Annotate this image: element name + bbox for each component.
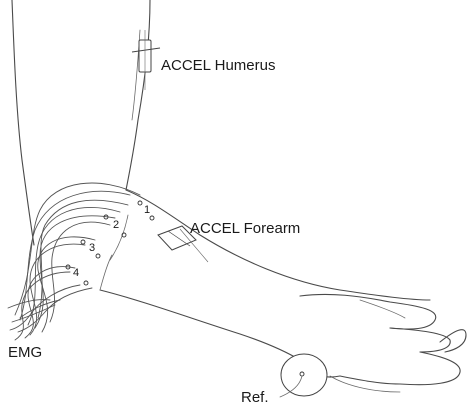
- reference-electrode: [280, 354, 327, 397]
- electrode-3b-dot: [96, 254, 100, 258]
- accel-forearm-label: ACCEL Forearm: [190, 220, 300, 237]
- electrode-2-label: 2: [113, 219, 119, 231]
- electrode-dots: [66, 201, 154, 285]
- electrode-3-label: 3: [89, 242, 95, 254]
- emg-label: EMG: [8, 344, 42, 361]
- electrode-1b-dot: [150, 216, 154, 220]
- electrode-3-dot: [81, 240, 85, 244]
- electrode-4-label: 4: [73, 267, 79, 279]
- electrode-1-label: 1: [144, 204, 150, 216]
- electrode-4b-dot: [84, 281, 88, 285]
- accel-humerus-label: ACCEL Humerus: [161, 57, 275, 74]
- ref-label: Ref.: [241, 389, 269, 406]
- electrode-1-dot: [138, 201, 142, 205]
